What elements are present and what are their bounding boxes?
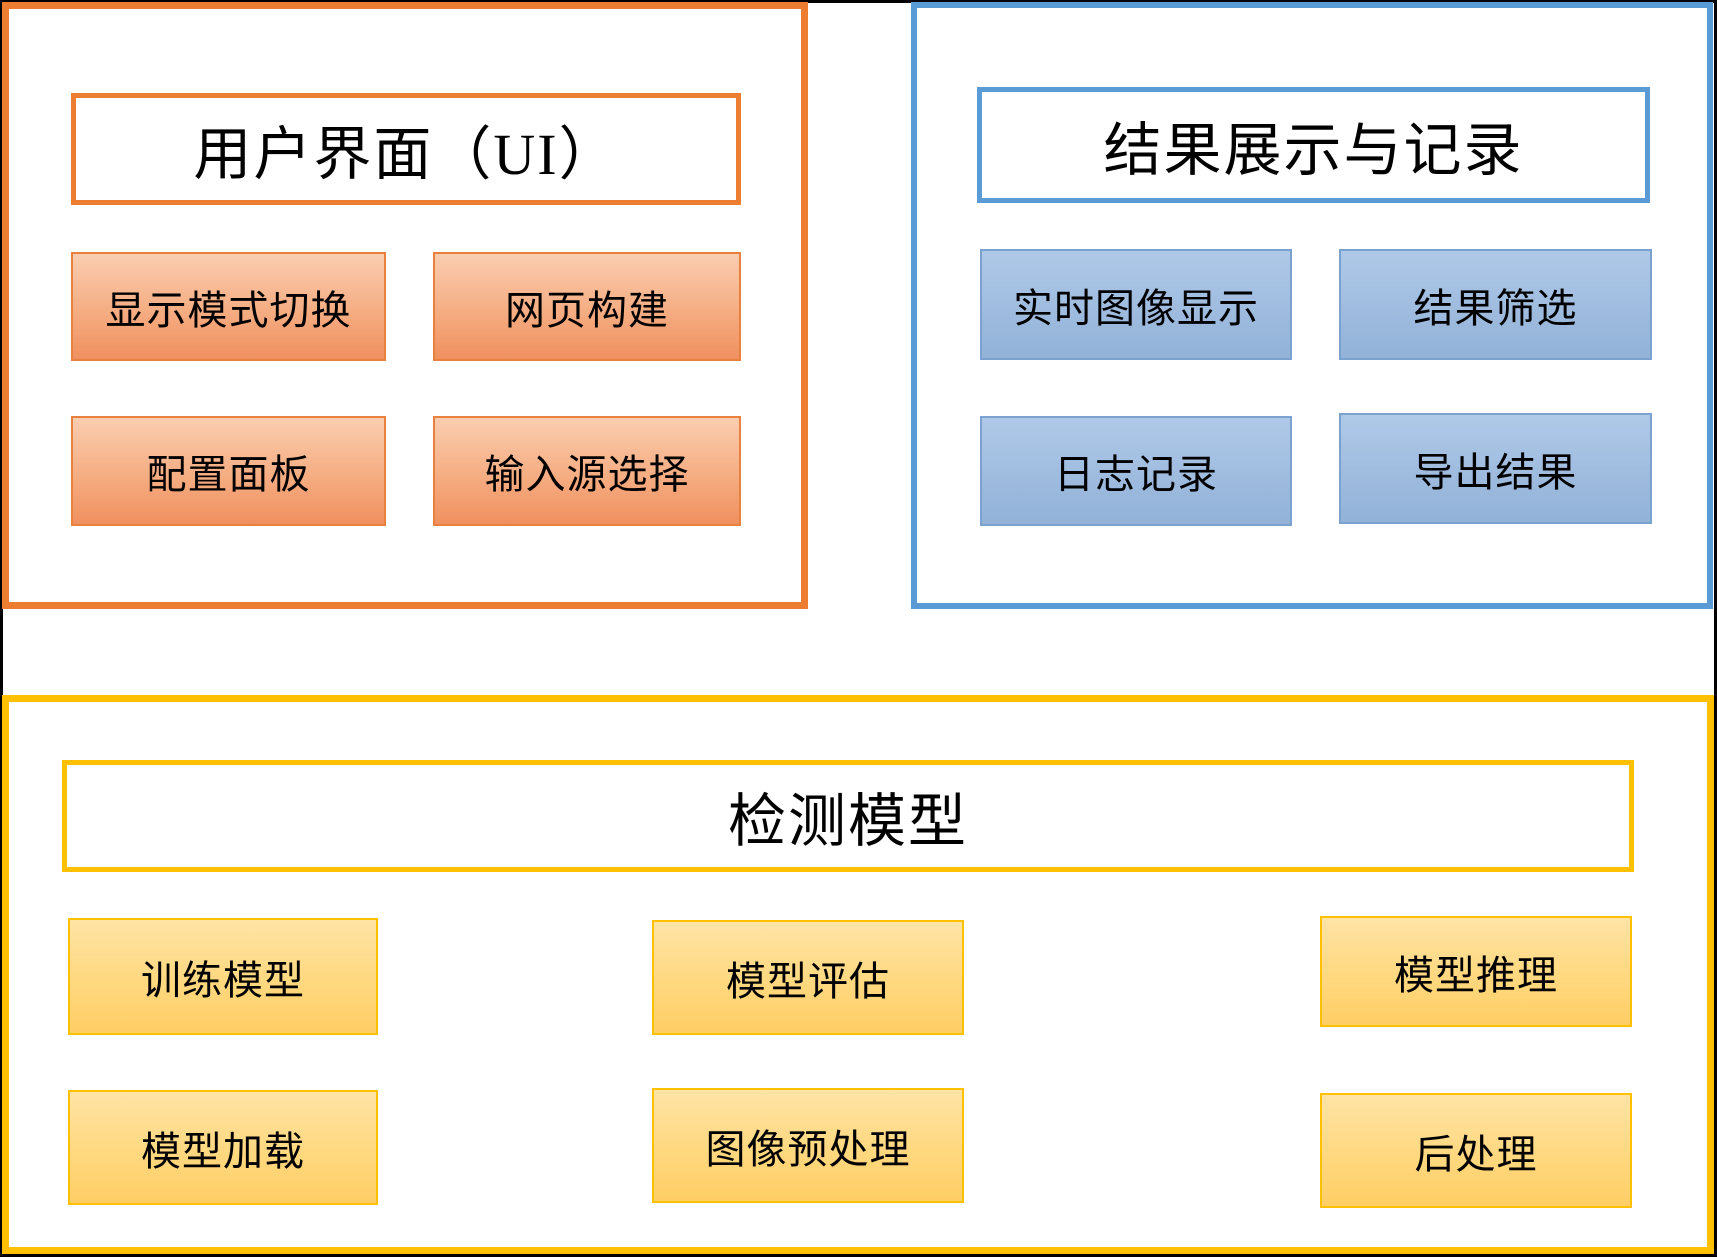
model-box-label: 后处理 [1414, 1131, 1538, 1177]
results-box-logging: 日志记录 [980, 416, 1292, 526]
results-box-result-filter: 结果筛选 [1339, 249, 1652, 360]
results-box-label: 日志记录 [1054, 452, 1218, 497]
model-box-model-inference: 模型推理 [1320, 916, 1632, 1027]
ui-box-label: 显示模式切换 [105, 287, 352, 333]
results-box-export-results: 导出结果 [1339, 413, 1652, 524]
model-box-image-preprocessing: 图像预处理 [652, 1088, 964, 1203]
results-box-label: 导出结果 [1413, 449, 1578, 495]
model-box-model-evaluation: 模型评估 [652, 920, 964, 1035]
section-results-title: 结果展示与记录 [1103, 118, 1524, 183]
ui-box-label: 输入源选择 [484, 452, 690, 497]
ui-box-label: 网页构建 [505, 287, 669, 333]
results-box-realtime-image-display: 实时图像显示 [980, 249, 1292, 360]
model-box-train-model: 训练模型 [68, 918, 378, 1035]
model-box-label: 训练模型 [141, 957, 305, 1003]
ui-box-config-panel: 配置面板 [71, 416, 386, 526]
results-box-label: 结果筛选 [1413, 285, 1578, 331]
ui-box-label: 配置面板 [146, 452, 311, 497]
ui-box-input-source-select: 输入源选择 [433, 416, 741, 526]
model-box-postprocessing: 后处理 [1320, 1093, 1632, 1208]
model-box-model-loading: 模型加载 [68, 1090, 378, 1205]
ui-box-web-build: 网页构建 [433, 252, 741, 361]
results-box-label: 实时图像显示 [1013, 285, 1259, 331]
model-box-label: 模型推理 [1394, 952, 1558, 998]
section-results-title-box: 结果展示与记录 [977, 87, 1650, 203]
section-model-title-box: 检测模型 [62, 760, 1634, 872]
model-box-label: 模型加载 [141, 1128, 305, 1174]
model-box-label: 图像预处理 [705, 1126, 911, 1172]
section-model-title: 检测模型 [727, 789, 968, 854]
model-box-label: 模型评估 [726, 958, 890, 1004]
ui-box-display-mode-switch: 显示模式切换 [71, 252, 386, 361]
section-ui-title: 用户界面（UI） [193, 122, 619, 187]
section-ui-title-box: 用户界面（UI） [71, 93, 741, 205]
